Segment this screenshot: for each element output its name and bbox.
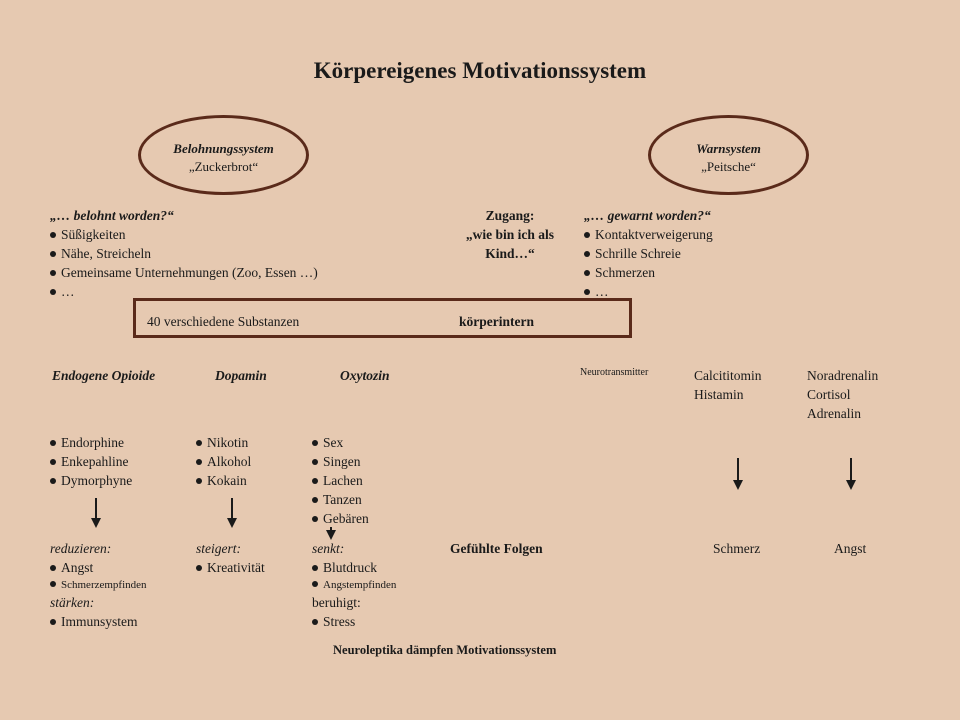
bullet-icon: [196, 477, 202, 484]
bullet-icon: [50, 439, 56, 446]
reward-list: „… belohnt worden?“ Süßigkeiten Nähe, St…: [50, 206, 318, 301]
list-item: Enkepahline: [50, 452, 132, 471]
substances-box: 40 verschiedene Substanzen körperintern: [133, 298, 632, 338]
list-item: Alkohol: [196, 452, 251, 471]
bullet-icon: [50, 288, 56, 295]
fear-label: Angst: [834, 541, 867, 556]
reward-system-ellipse: Belohnungssystem „Zuckerbrot“: [138, 115, 309, 195]
bullet-icon: [196, 564, 202, 571]
bullet-icon: [312, 564, 318, 571]
warn-system-subtitle: „Peitsche“: [701, 159, 756, 174]
list-item: …: [584, 282, 713, 301]
list-item: Kreativität: [196, 558, 265, 577]
bullet-icon: [50, 618, 56, 625]
bullet-icon: [50, 458, 56, 465]
reward-system-subtitle: „Zuckerbrot“: [188, 159, 259, 174]
dopamin-title: Dopamin: [215, 368, 267, 383]
warn-system-ellipse: Warnsystem „Peitsche“: [648, 115, 809, 195]
warn-system-title: Warnsystem: [696, 141, 761, 156]
list-item: Gemeinsame Unternehmungen (Zoo, Essen …): [50, 263, 318, 282]
bullet-icon: [312, 618, 318, 625]
pain-label: Schmerz: [713, 541, 761, 556]
dopamin-list: Nikotin Alkohol Kokain: [196, 433, 251, 490]
list-item: …: [50, 282, 318, 301]
warn-list-heading: „… gewarnt worden?“: [584, 208, 711, 223]
bullet-icon: [584, 269, 590, 276]
bullet-icon: [312, 439, 318, 446]
oxytozin-list: Sex Singen Lachen Tanzen Gebären: [312, 433, 369, 528]
access-note: Zugang: „wie bin ich als Kind…“: [465, 208, 555, 261]
neurotransmitter-label: Neurotransmitter: [580, 367, 649, 378]
list-item: Endorphine: [50, 433, 132, 452]
list-item: Schrille Schreie: [584, 244, 713, 263]
list-item: Schmerzen: [584, 263, 713, 282]
bullet-icon: [584, 250, 590, 257]
list-item: Kontaktverweigerung: [584, 225, 713, 244]
bullet-icon: [312, 581, 318, 588]
list-item: Süßigkeiten: [50, 225, 318, 244]
warn-list: „… gewarnt worden?“ Kontaktverweigerung …: [584, 206, 713, 301]
footer-note: Neuroleptika dämpfen Motivationssystem: [333, 643, 557, 657]
bullet-icon: [196, 458, 202, 465]
list-item: Stress: [312, 612, 396, 631]
bullet-icon: [50, 564, 56, 571]
felt-consequences-label: Gefühlte Folgen: [450, 541, 543, 556]
bullet-icon: [196, 439, 202, 446]
reward-system-title: Belohnungssystem: [173, 141, 274, 156]
bullet-icon: [50, 269, 56, 276]
oxytozin-title: Oxytozin: [340, 368, 390, 383]
bullet-icon: [312, 496, 318, 503]
list-item: Nikotin: [196, 433, 251, 452]
list-item: Dymorphyne: [50, 471, 132, 490]
oxytozin-effects: senkt: Blutdruck Angstempfinden beruhigt…: [312, 541, 397, 631]
bullet-icon: [50, 581, 56, 588]
list-item: Sex: [312, 433, 369, 452]
bullet-icon: [312, 515, 318, 522]
noradrenalin-group: Noradrenalin Cortisol Adrenalin: [807, 368, 879, 421]
opioide-list: Endorphine Enkepahline Dymorphyne: [50, 433, 132, 490]
list-item: Lachen: [312, 471, 369, 490]
list-item: Immunsystem: [50, 612, 147, 631]
calcitonin-group: Calcititomin Histamin: [694, 368, 762, 402]
page-title: Körpereigenes Motivationssystem: [313, 58, 647, 83]
bullet-icon: [50, 231, 56, 238]
list-item: Singen: [312, 452, 369, 471]
bullet-icon: [584, 231, 590, 238]
bullet-icon: [312, 458, 318, 465]
bullet-icon: [312, 477, 318, 484]
opioide-effects: reduzieren: Angst Schmerzempfinden stärk…: [50, 541, 147, 631]
list-item: Angstempfinden: [312, 577, 396, 593]
substances-count: 40 verschiedene Substanzen: [147, 314, 300, 329]
list-item: Nähe, Streicheln: [50, 244, 318, 263]
bullet-icon: [50, 250, 56, 257]
bullet-icon: [50, 477, 56, 484]
list-item: Angst: [50, 558, 147, 577]
reward-list-heading: „… belohnt worden?“: [50, 208, 174, 223]
opioide-title: Endogene Opioide: [52, 368, 156, 383]
list-item: Kokain: [196, 471, 251, 490]
list-item: Blutdruck: [312, 558, 396, 577]
dopamin-effects: steigert: Kreativität: [196, 541, 265, 577]
body-internal-label: körperintern: [459, 314, 534, 329]
list-item: Schmerzempfinden: [50, 577, 147, 593]
bullet-icon: [584, 288, 590, 295]
list-item: Gebären: [312, 509, 369, 528]
list-item: Tanzen: [312, 490, 369, 509]
